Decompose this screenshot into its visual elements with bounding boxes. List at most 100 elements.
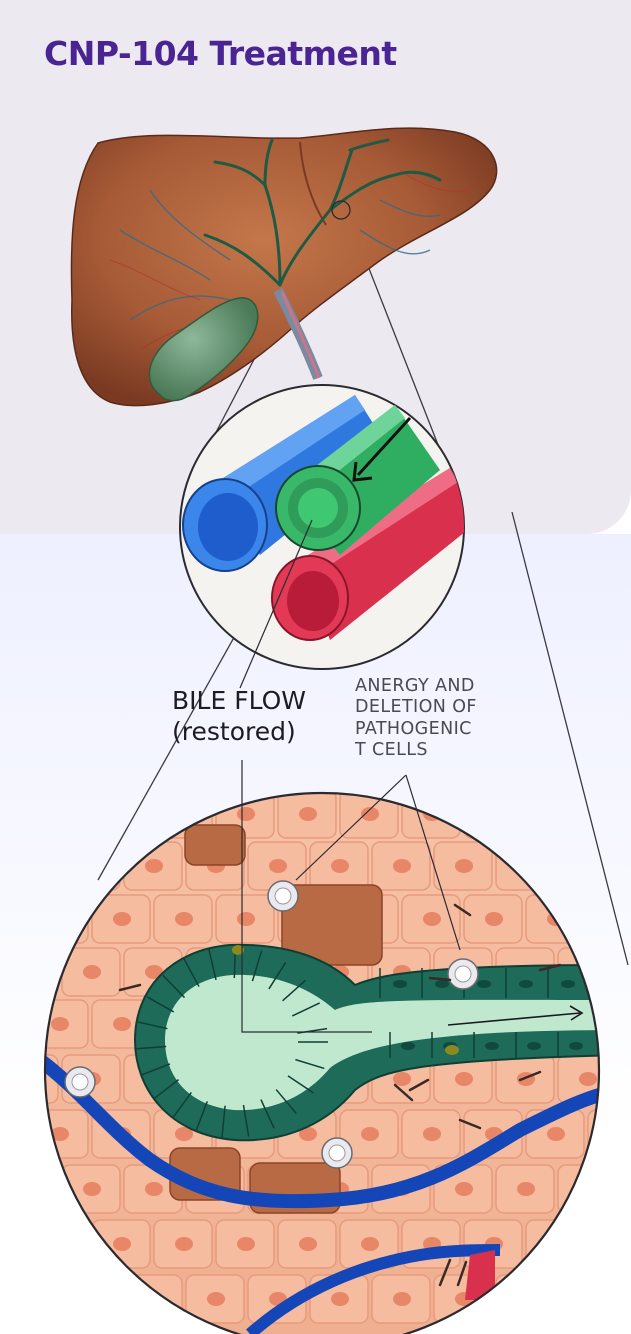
sinusoid-mark [118,983,142,992]
t-cell-label-line1: ANERGY AND [355,676,475,696]
epithelial-nucleus [527,1042,541,1050]
hepatocyte-nucleus [269,859,287,873]
epithelial-nucleus [477,980,491,988]
hepatocyte [587,1109,599,1159]
hepatocyte [557,1164,599,1214]
sinusoid-mark [456,1260,468,1287]
hepatocyte-nucleus [237,912,255,926]
epithelial-border [172,1091,192,1119]
epithelial-border [183,958,200,987]
epithelial-border [260,1099,275,1129]
epithelial-nucleus [569,1042,583,1050]
leader-lines [241,760,461,1033]
hepatocyte-nucleus [237,807,255,821]
epithelial-nucleus [485,1042,499,1050]
epithelial-nucleus [561,980,575,988]
hepatocyte-nucleus [51,1127,69,1141]
hepatocyte-nucleus [393,1292,411,1306]
hepatocyte [45,1164,59,1214]
hepatocyte-nucleus [517,1292,535,1306]
hepatocyte-nucleus [51,807,69,821]
t-cell-label-line2: DELETION OF [355,697,477,718]
hepatocyte-nucleus [361,807,379,821]
artery-fragment [465,1250,495,1300]
epithelial-border [295,1058,325,1070]
hepatocyte-nucleus [423,1127,441,1141]
epithelial-nucleus [603,980,617,988]
hepatocyte-nucleus [579,1182,597,1196]
t-cell-nucleus [274,887,292,905]
epithelial-border [162,974,186,999]
hepatocyte-nucleus [21,859,39,873]
sinusoid-mark [438,1258,452,1287]
hepatocyte-nucleus [547,1127,565,1141]
t-cell-nucleus [328,1144,346,1162]
hepatocyte-nucleus [455,859,473,873]
hepatocyte [401,793,461,839]
hepatocyte-nucleus [393,859,411,873]
hepatocyte [91,793,151,839]
hepatocyte-nucleus [113,912,131,926]
epithelial-border [268,962,287,990]
hepatocyte [61,1274,121,1324]
epithelial-border [141,1063,171,1076]
epithelial-border [251,950,263,982]
hepatocyte-nucleus [361,1127,379,1141]
sinusoid-mark [458,1118,482,1130]
hepatocyte-nucleus [113,1017,131,1031]
hepatocyte-nucleus [423,912,441,926]
hepatocyte-nucleus [113,807,131,821]
hepatocyte-nucleus [485,807,503,821]
hepatocyte-nucleus [547,1237,565,1251]
hepatocyte [45,841,59,891]
hepatocyte [463,793,523,839]
epithelial-nucleus [611,1042,625,1050]
epithelial-nucleus [435,980,449,988]
duct-lumen [165,974,599,1111]
page-title: CNP-104 Treatment [44,34,397,73]
epithelial-border [275,1089,297,1114]
blood-vessel [45,1054,599,1209]
hepatocyte-nucleus [609,1237,627,1251]
blood-vessel-lower [246,1244,501,1334]
tissue-cross-section [21,791,627,1334]
epithelial-border [136,1045,167,1050]
epithelial-border [137,1021,168,1030]
hepatocyte-nucleus [175,1237,193,1251]
hepatocyte-nucleus [299,1237,317,1251]
duct-cross-section [179,384,465,689]
hepatocyte-nucleus [609,1017,627,1031]
hepatocyte-nucleus [145,859,163,873]
hepatocyte-nucleus [547,807,565,821]
hepatocyte-nucleus [51,1237,69,1251]
hepatocyte-nucleus [485,912,503,926]
hepatocyte-nucleus [51,1017,69,1031]
hepatocyte-nucleus [455,1072,473,1086]
hepatocyte [45,1274,59,1324]
hepatocyte [587,1219,599,1269]
bile-flow-label: BILE FLOW (restored) [172,686,306,747]
epithelial-border [221,1105,226,1138]
hepatocyte-dark [184,824,246,866]
sinusoid-mark [453,903,472,917]
epithelial-border [146,996,175,1013]
hepatocyte [495,1274,555,1324]
hepatocyte-nucleus [579,859,597,873]
hepatocyte-nucleus [361,1237,379,1251]
hepatocyte [587,894,599,944]
hepatocyte-nucleus [517,859,535,873]
epithelial-border [153,1079,180,1100]
hepatocyte-nucleus [175,912,193,926]
hepatocyte-nucleus [145,1182,163,1196]
epithelial-border [291,1002,321,1017]
epithelial-nucleus-highlight [232,945,244,955]
epithelial-nucleus [401,1042,415,1050]
hepatocyte-nucleus [21,1182,39,1196]
hepatocyte-dark [281,884,383,966]
hepatocyte-nucleus [21,965,39,979]
hepatocyte-nucleus [579,1292,597,1306]
hepatocyte-nucleus [175,1127,193,1141]
hepatocyte [45,1219,89,1269]
t-cell-label: ANERGY AND DELETION OF PATHOGENIC T CELL… [355,676,477,761]
